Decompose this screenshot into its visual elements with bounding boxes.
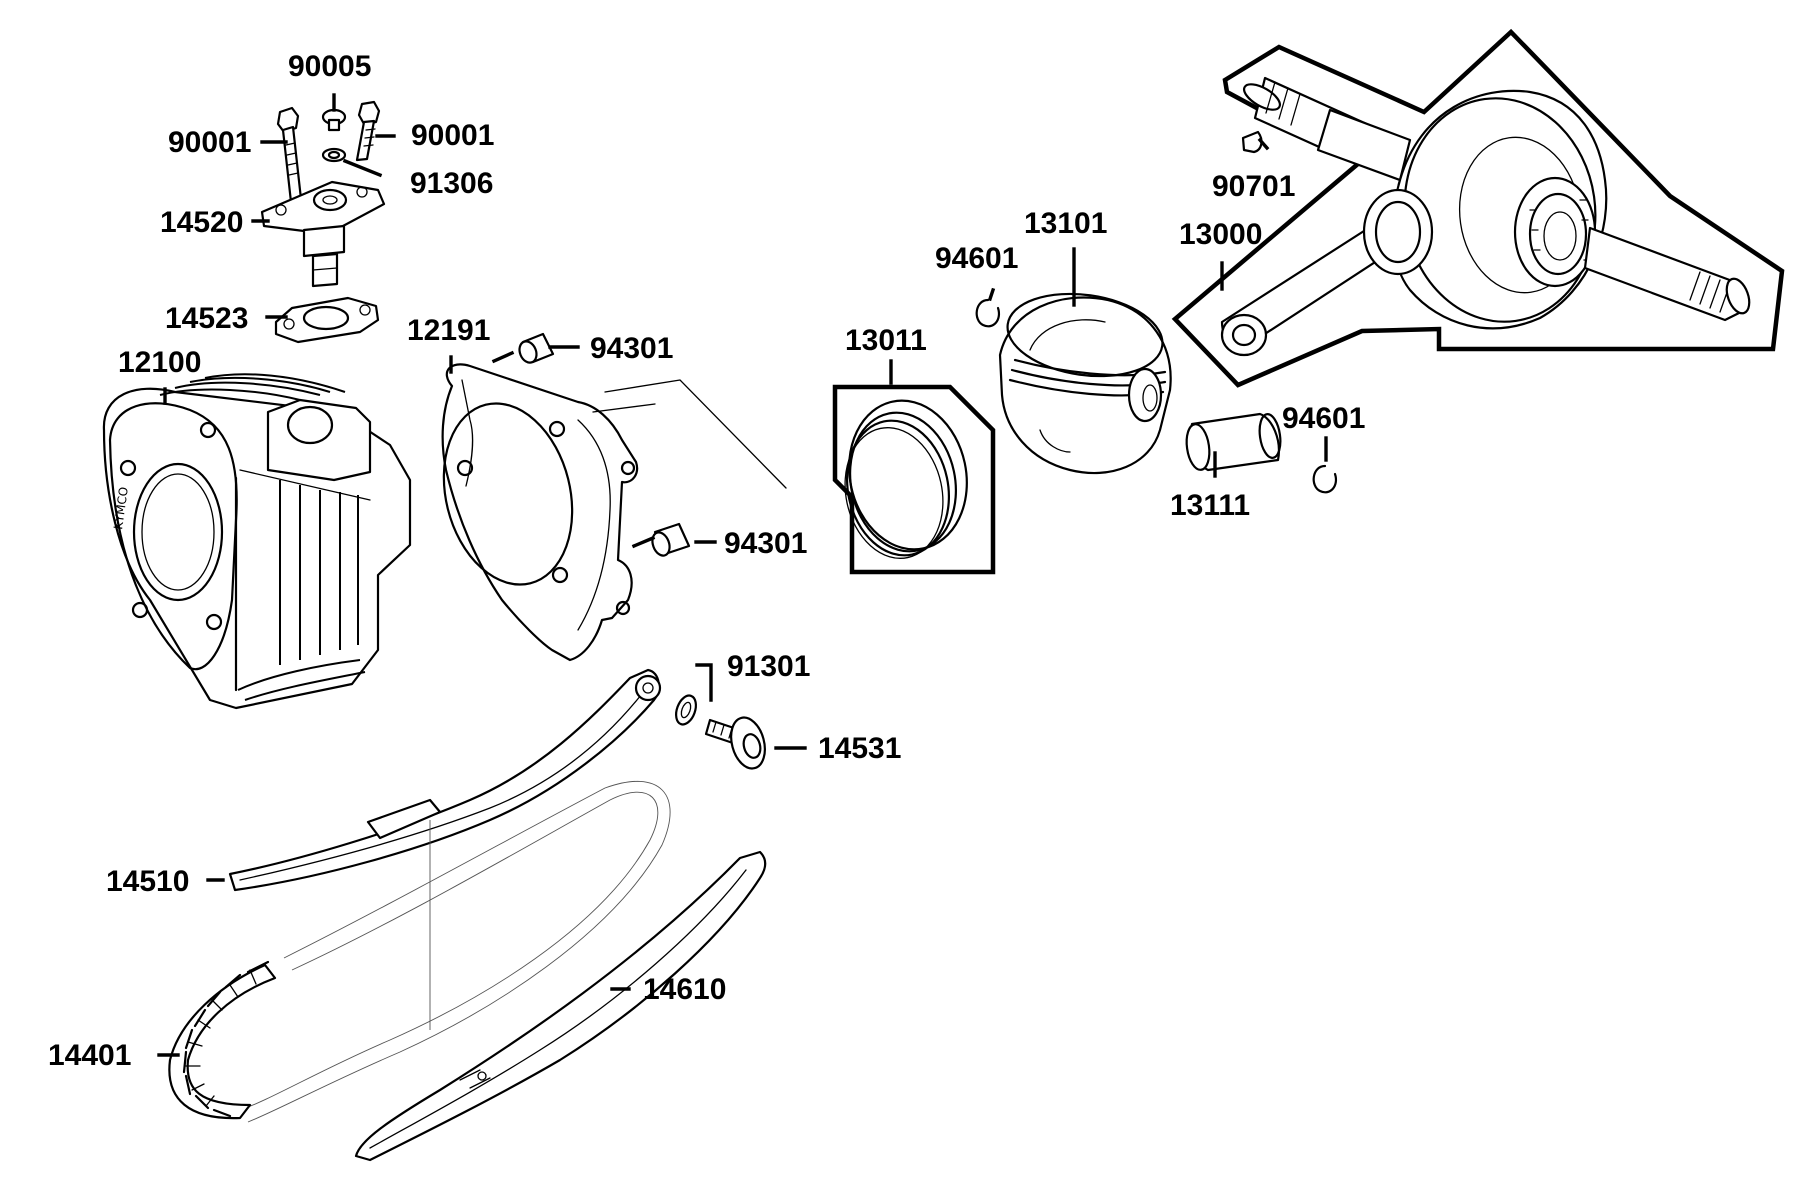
bolt-90001-left (276, 106, 303, 204)
cylinder-gasket-12191 (441, 363, 639, 662)
brand-mark: KYMCO (111, 486, 131, 530)
label-14610: 14610 (643, 973, 726, 1006)
piston-13101 (998, 292, 1172, 475)
crankshaft-frame (1171, 28, 1785, 388)
leader-lines (157, 93, 1328, 1057)
label-14510: 14510 (106, 865, 189, 898)
label-94601-right: 94601 (1282, 402, 1365, 435)
cam-chain-14401 (168, 780, 671, 1123)
label-91306: 91306 (410, 167, 493, 200)
circlip-94601-left (975, 298, 1001, 328)
piston-ring-frame (832, 384, 996, 575)
label-90001-left: 90001 (168, 126, 251, 159)
label-13000: 13000 (1179, 218, 1262, 251)
tensioner-assembly (260, 100, 386, 344)
o-ring-91301 (675, 694, 697, 726)
label-14520: 14520 (160, 206, 243, 239)
label-13011: 13011 (845, 324, 927, 357)
label-13111: 13111 (1170, 489, 1250, 522)
guide-line-ring (592, 379, 787, 489)
label-14523: 14523 (165, 302, 248, 335)
bolt-90001-right (355, 100, 381, 162)
gasket-14523 (274, 296, 380, 344)
pivot-bolt-14531 (704, 716, 766, 770)
label-12191: 12191 (407, 314, 490, 347)
chain-slider-14610 (354, 850, 767, 1162)
label-90001-right: 90001 (411, 119, 494, 152)
label-13101: 13101 (1024, 207, 1107, 240)
label-14531: 14531 (818, 732, 901, 765)
piston-ring-set-13011 (832, 384, 996, 575)
part-labels: 90005 90001 90001 91306 14520 14523 1210… (48, 50, 1365, 1072)
bolt-90005 (321, 108, 347, 132)
dowel-pin-94301-bottom (651, 522, 691, 557)
label-91301: 91301 (727, 650, 810, 683)
piston-pin-13111 (1185, 412, 1282, 472)
label-94601-left: 94601 (935, 242, 1018, 275)
circlip-94601-right (1312, 464, 1338, 494)
label-90701: 90701 (1212, 170, 1295, 203)
label-12100: 12100 (118, 346, 201, 379)
label-94301-bottom: 94301 (724, 527, 807, 560)
label-14401: 14401 (48, 1039, 131, 1072)
label-90005: 90005 (288, 50, 371, 83)
woodruff-key-90701 (1241, 130, 1263, 154)
crankshaft-assembly-13000 (1171, 28, 1785, 388)
dowel-pin-94301-top (518, 332, 555, 364)
cylinder-12100: KYMCO (102, 373, 412, 710)
chain-guide-14510 (228, 668, 662, 892)
label-94301-top: 94301 (590, 332, 673, 365)
tensioner-body-14520 (260, 180, 386, 288)
